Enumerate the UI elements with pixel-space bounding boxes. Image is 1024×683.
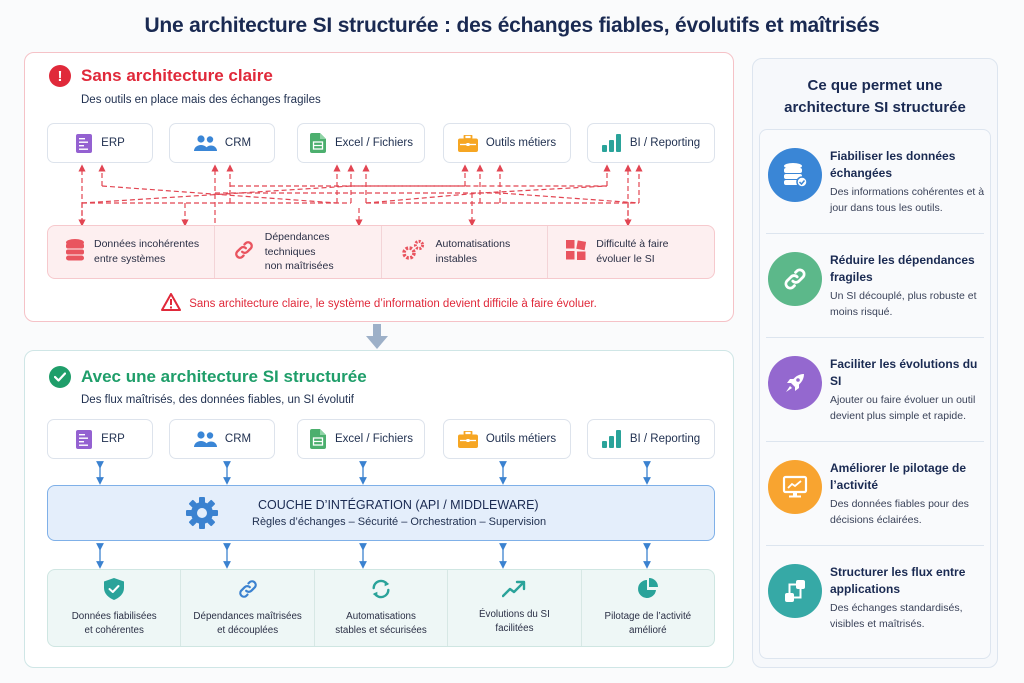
monitor-chart-icon [768,460,822,514]
users-icon [193,133,217,153]
database-icon [66,238,84,266]
warning-triangle-icon [161,293,182,314]
tool-card-erp[interactable]: ERP [47,419,153,459]
spreadsheet-icon [309,429,327,449]
tool-card-crm[interactable]: CRM [169,419,275,459]
tool-label: BI / Reporting [629,433,701,445]
section-subtitle-with: Des flux maîtrisés, des données fiables,… [81,394,354,406]
spreadsheet-icon [309,133,327,153]
tool-card-erp[interactable]: ERP [47,123,153,163]
database-check-icon [768,148,822,202]
refresh-icon [370,578,392,605]
tool-label: ERP [101,433,125,445]
sidebar-item-flows: Structurer les flux entre applications D… [766,546,984,650]
erp-document-icon [75,429,93,449]
tool-label: ERP [101,137,125,149]
briefcase-icon [457,429,478,449]
tool-card-bi-reporting[interactable]: BI / Reporting [587,123,715,163]
sidebar-item-steering: Améliorer le pilotage de l’activité Des … [766,442,984,546]
link-icon [768,252,822,306]
check-circle-icon [49,366,71,388]
users-icon [193,429,217,449]
exclamation-icon: ! [49,65,71,87]
page-title: Une architecture SI structurée : des éch… [144,14,880,37]
tool-label: BI / Reporting [629,137,701,149]
panel-without-architecture: ! Sans architecture claire Des outils en… [24,52,734,322]
briefcase-icon [457,133,478,153]
tool-label: Outils métiers [485,137,557,149]
sidebar-item-dependencies: Réduire les dépendances fragiles Un SI d… [766,234,984,338]
gear-icon [186,497,218,534]
arrow-down-icon [366,324,388,355]
tool-label: CRM [224,433,252,445]
section-title-with: Avec une architecture SI structurée [81,367,367,386]
link-icon [237,578,259,605]
flow-icon [768,564,822,618]
sidebar-item-evolutions: Faciliter les évolutions du SI Ajouter o… [766,338,984,442]
tool-label: Excel / Fichiers [335,433,413,445]
integration-layer: COUCHE D’INTÉGRATION (API / MIDDLEWARE) … [47,485,715,541]
pie-chart-icon [637,577,659,605]
tangled-connections [78,164,643,227]
bar-chart-icon [601,429,622,449]
integration-title: COUCHE D’INTÉGRATION (API / MIDDLEWARE) [258,498,539,512]
integration-subtitle: Règles d’échanges – Sécurité – Orchestra… [252,516,547,528]
tool-label: CRM [224,137,252,149]
gears-icon [400,239,426,266]
trend-up-icon [502,580,526,603]
panel-with-architecture: Avec une architecture SI structurée Des … [24,350,734,668]
tool-card-excel[interactable]: Excel / Fichiers [297,419,425,459]
tool-card-crm[interactable]: CRM [169,123,275,163]
sidebar-item-reliable-data: Fiabiliser les données échangées Des inf… [766,130,984,234]
tool-card-business-tools[interactable]: Outils métiers [443,419,571,459]
puzzle-icon [566,239,587,265]
tool-label: Excel / Fichiers [335,137,413,149]
tool-card-bi-reporting[interactable]: BI / Reporting [587,419,715,459]
tool-card-business-tools[interactable]: Outils métiers [443,123,571,163]
rocket-icon [768,356,822,410]
erp-document-icon [75,133,93,153]
sidebar-list: Fiabiliser les données échangées Des inf… [759,129,991,659]
integration-connections [96,461,651,569]
section-subtitle-without: Des outils en place mais des échanges fr… [81,94,321,106]
section-title-without: Sans architecture claire [81,66,273,85]
tool-card-excel[interactable]: Excel / Fichiers [297,123,425,163]
bar-chart-icon [601,133,622,153]
tool-label: Outils métiers [485,433,557,445]
shield-check-icon [104,577,125,605]
warning-message: Sans architecture claire, le système d’i… [25,293,733,314]
link-icon [233,239,255,266]
